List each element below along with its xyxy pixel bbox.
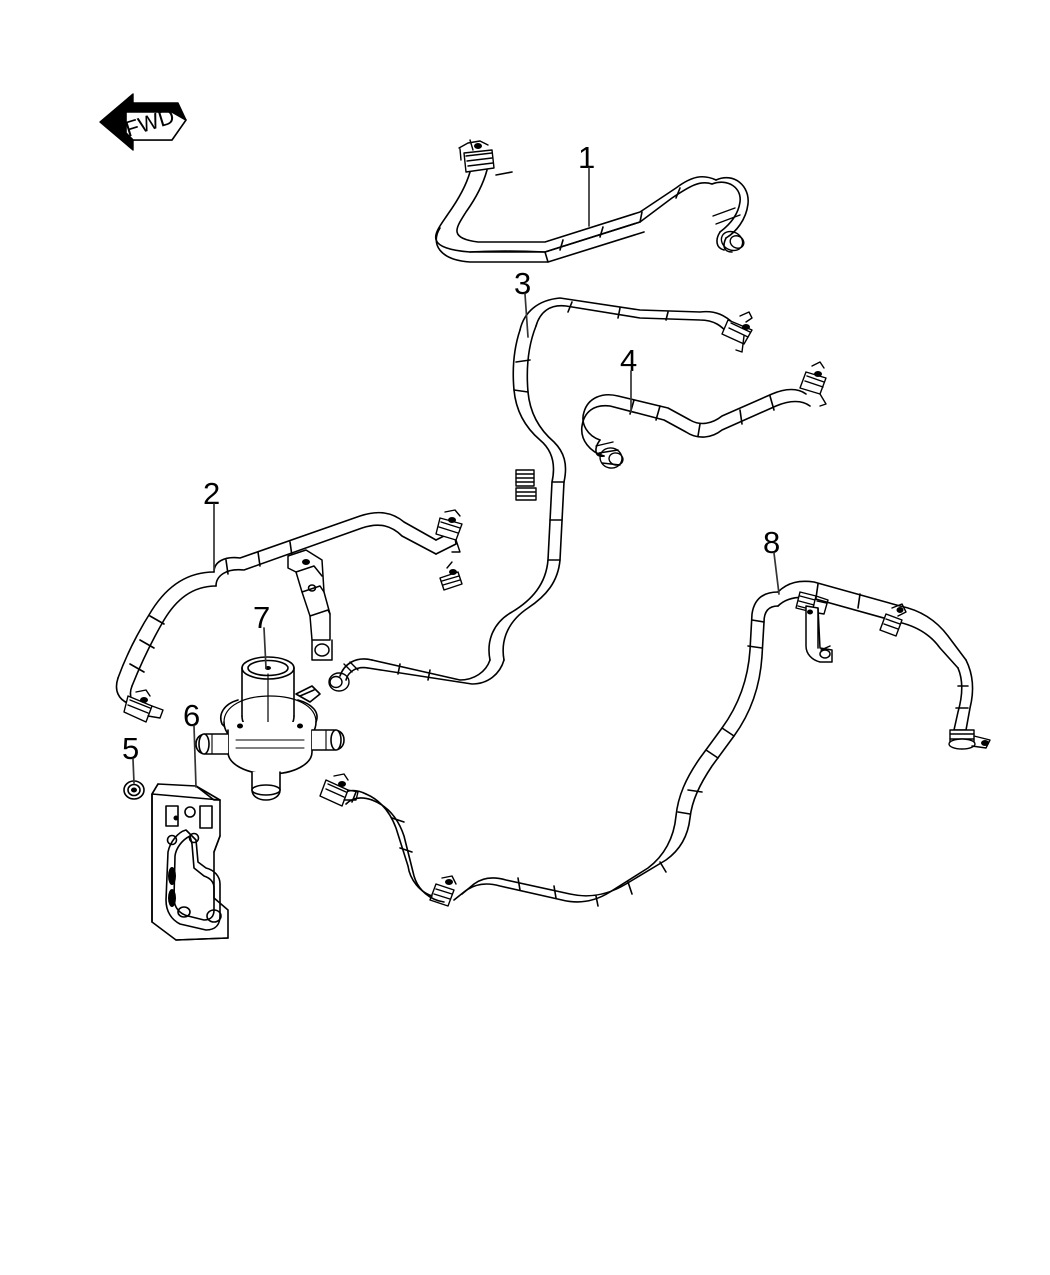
part-3-hose <box>328 297 753 692</box>
part-4-hose <box>580 361 827 469</box>
part-1-hose <box>434 139 749 263</box>
fwd-arrow-icon: FWD <box>99 93 187 151</box>
part-7-pump <box>195 656 345 801</box>
hose-8-clip <box>805 605 833 663</box>
callout-5: 5 <box>122 731 140 766</box>
part-6-bracket <box>151 783 229 941</box>
part-2-hose <box>115 509 463 723</box>
part-8-hose <box>319 580 991 907</box>
part-5-grommet <box>123 780 145 800</box>
callout-3: 3 <box>514 266 532 301</box>
callout-7: 7 <box>253 600 271 635</box>
callout-4: 4 <box>620 343 638 378</box>
callout-6: 6 <box>183 698 201 733</box>
callout-1: 1 <box>578 140 596 175</box>
callout-8: 8 <box>763 525 781 560</box>
hose-2-bracket <box>287 549 333 661</box>
callout-2: 2 <box>203 476 221 511</box>
